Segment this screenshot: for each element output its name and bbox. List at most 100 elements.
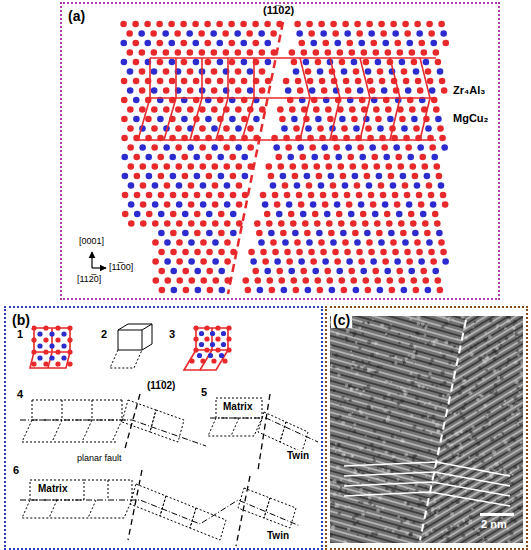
atom (418, 201, 425, 208)
grain (407, 420, 409, 422)
grain (515, 423, 517, 425)
atom (235, 68, 242, 75)
atom (387, 116, 394, 123)
atom (188, 277, 195, 284)
grain (341, 421, 345, 425)
atom (359, 154, 366, 161)
grain (353, 327, 355, 329)
grain (474, 321, 476, 323)
atom (200, 258, 207, 265)
grain (436, 386, 438, 388)
atom (176, 277, 183, 284)
grain (425, 486, 427, 488)
grain (365, 435, 367, 437)
grain (473, 327, 475, 329)
fringe (400, 308, 523, 382)
atom (437, 68, 444, 75)
grain (461, 534, 465, 538)
atom (431, 154, 438, 161)
grain (469, 430, 472, 433)
atom (334, 201, 341, 208)
grain (359, 488, 362, 491)
fringe (330, 246, 523, 300)
grain (485, 355, 487, 357)
atom (128, 220, 135, 227)
atom (353, 68, 360, 75)
grain (418, 498, 422, 502)
atom (410, 277, 417, 284)
grain (400, 386, 403, 389)
grain (339, 493, 341, 495)
grain (409, 343, 413, 347)
grain (471, 337, 474, 340)
atom (215, 347, 220, 352)
grain (378, 454, 381, 457)
grain (368, 479, 370, 481)
fringe (400, 371, 523, 445)
atom (428, 192, 435, 199)
atom (438, 239, 445, 246)
grain (396, 407, 399, 410)
atom (352, 173, 359, 180)
grain (513, 320, 517, 324)
atom (200, 163, 207, 170)
atom (378, 182, 385, 189)
grain (481, 460, 484, 463)
grain (516, 349, 519, 352)
grain (496, 324, 500, 328)
grain (369, 400, 371, 402)
atom (301, 49, 308, 56)
atom (441, 87, 448, 94)
grain (370, 396, 374, 400)
atom (336, 211, 343, 218)
atom (430, 258, 437, 265)
atom (425, 125, 432, 132)
atom (365, 125, 372, 132)
grain (504, 440, 508, 444)
atom (187, 68, 194, 75)
atom (308, 30, 315, 37)
grain (468, 456, 470, 458)
grain (364, 446, 367, 449)
atom (265, 59, 272, 66)
atom (385, 106, 392, 113)
atom (229, 116, 236, 123)
atom (31, 349, 36, 354)
atom (422, 220, 429, 227)
atom (363, 59, 370, 66)
atom (416, 249, 423, 256)
atom (360, 268, 367, 275)
cell-sketch (118, 330, 142, 350)
cell-edge (300, 98, 310, 140)
atom (408, 268, 415, 275)
atom (440, 192, 447, 199)
atom (252, 268, 259, 275)
grain (457, 365, 459, 367)
atom (270, 239, 277, 246)
grain (432, 528, 436, 532)
atom (409, 106, 416, 113)
atom (146, 192, 153, 199)
atom (230, 211, 237, 218)
cell-sketch (82, 400, 92, 442)
grain (338, 454, 340, 456)
grain (468, 332, 470, 334)
fringe-trace (344, 492, 510, 506)
atom (330, 182, 337, 189)
grain (470, 436, 473, 439)
atom (328, 173, 335, 180)
fringe (330, 214, 523, 268)
grain (386, 335, 388, 337)
grain (348, 384, 352, 388)
atom (320, 192, 327, 199)
atom (330, 21, 337, 28)
atom (152, 182, 159, 189)
atom (284, 249, 291, 256)
atom (427, 78, 434, 85)
fringe (330, 511, 523, 550)
fringe (330, 237, 523, 291)
atom (336, 268, 343, 275)
atom (230, 173, 237, 180)
grain (380, 323, 384, 327)
grain (464, 402, 467, 405)
